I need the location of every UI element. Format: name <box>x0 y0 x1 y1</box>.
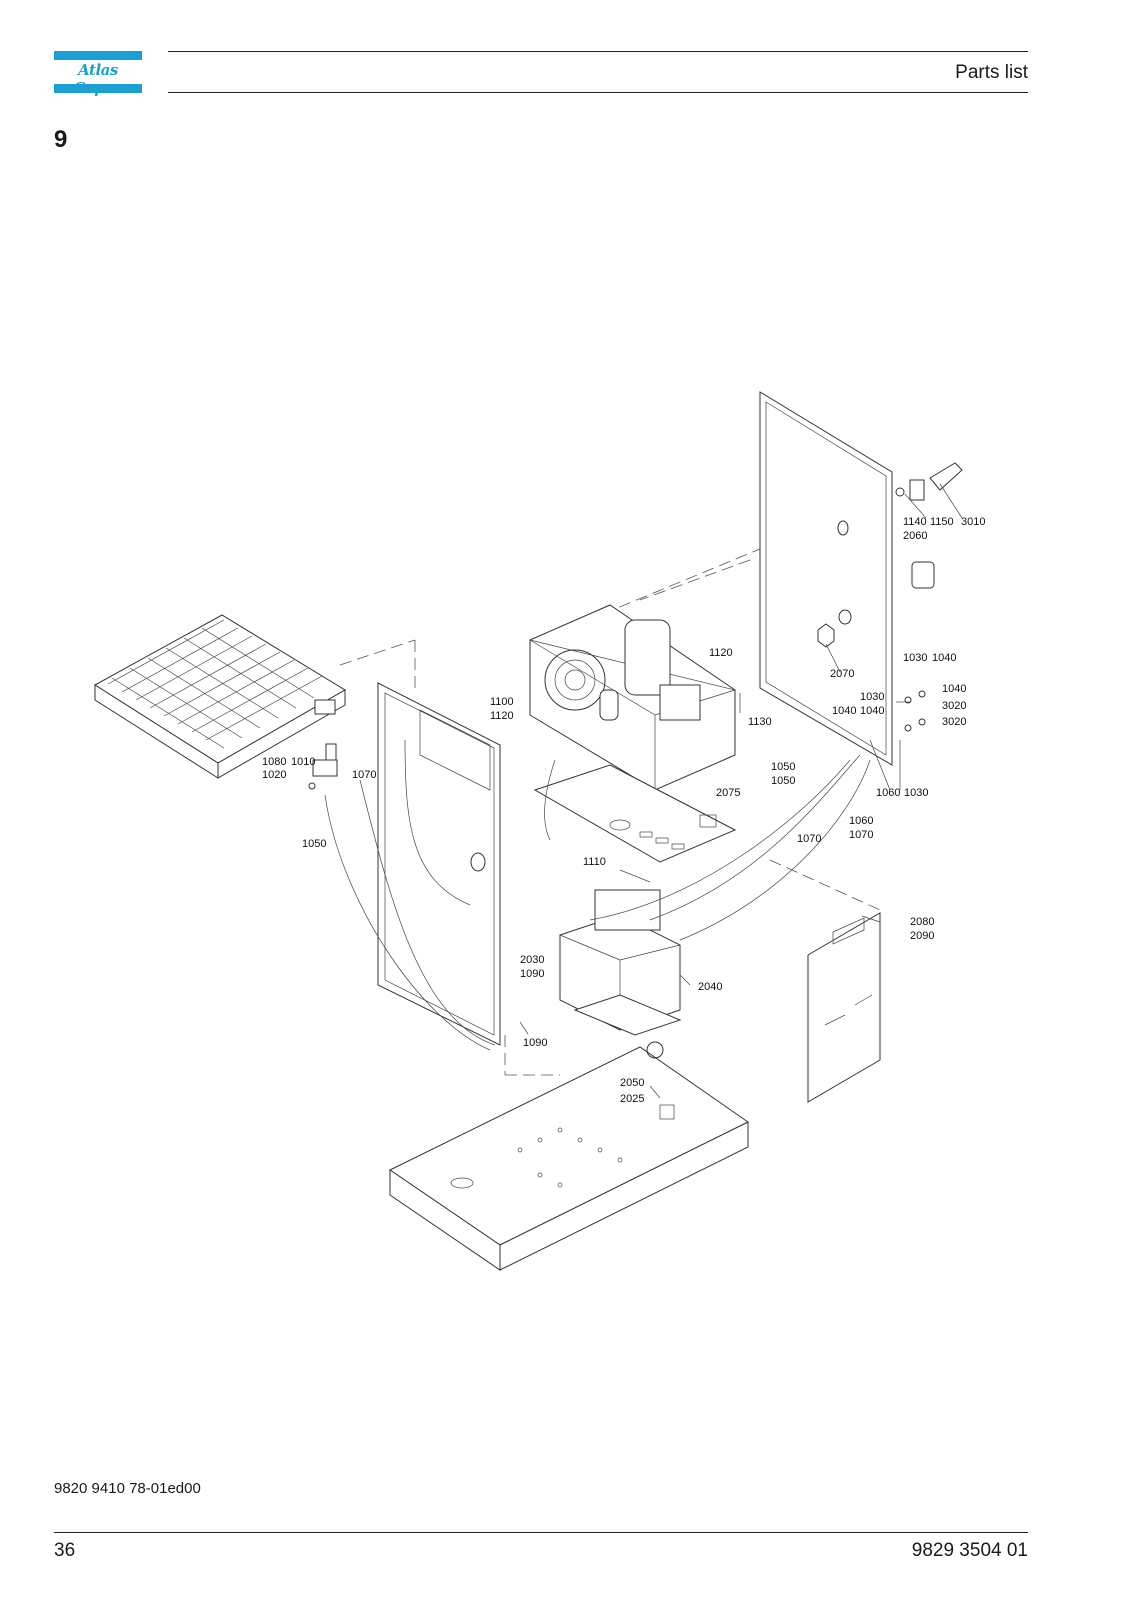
callout-1070: 1070 <box>352 769 376 781</box>
header-title: Parts list <box>955 62 1028 83</box>
callout-1090: 1090 <box>523 1037 547 1049</box>
callout-1050: 1050 <box>771 761 795 773</box>
callout-1070: 1070 <box>797 833 821 845</box>
callout-3010: 3010 <box>961 516 985 528</box>
rear-access-panel <box>807 912 881 1103</box>
callout-1060: 1060 <box>876 787 900 799</box>
callout-1060: 1060 <box>849 815 873 827</box>
callout-1080: 1080 <box>262 756 286 768</box>
leader-lines <box>519 483 963 1099</box>
callout-2025: 2025 <box>620 1093 644 1105</box>
callout-1040: 1040 <box>932 652 956 664</box>
callout-1140: 1140 <box>903 516 927 528</box>
sub-floor-plate <box>533 764 737 863</box>
callout-1050: 1050 <box>771 775 795 787</box>
guide-line <box>769 859 881 911</box>
guide-line <box>639 559 751 601</box>
callout-2075: 2075 <box>716 787 740 799</box>
callout-1090: 1090 <box>520 968 544 980</box>
callout-1120: 1120 <box>709 647 733 659</box>
callout-1100: 1100 <box>490 696 514 708</box>
condenser-radiator <box>94 614 346 779</box>
drain-valve <box>308 743 338 790</box>
atlas-copco-logo: Atlas Copco <box>54 51 142 97</box>
callout-3020: 3020 <box>942 700 966 712</box>
callout-1120: 1120 <box>490 710 514 722</box>
callout-1130: 1130 <box>748 716 772 728</box>
callout-1040: 1040 <box>860 705 884 717</box>
callout-1020: 1020 <box>262 769 286 781</box>
callout-1040: 1040 <box>832 705 856 717</box>
footer-rule <box>54 1532 1028 1533</box>
tubing-and-cables <box>324 754 871 1051</box>
footer-code: 9829 3504 01 <box>911 1540 1028 1561</box>
transformer <box>559 889 682 1036</box>
callout-2070: 2070 <box>830 668 854 680</box>
callout-2040: 2040 <box>698 981 722 993</box>
callout-3020: 3020 <box>942 716 966 728</box>
callout-1070: 1070 <box>849 829 873 841</box>
section-number: 9 <box>54 126 68 153</box>
callout-1030: 1030 <box>904 787 928 799</box>
logo-bottom-bar <box>54 84 142 93</box>
callout-1030: 1030 <box>903 652 927 664</box>
right-side-panel <box>759 391 893 766</box>
callout-1040: 1040 <box>942 683 966 695</box>
callout-1110: 1110 <box>583 856 606 868</box>
header-rule-bottom <box>168 92 1028 93</box>
left-front-panel <box>377 682 501 1046</box>
callout-1030: 1030 <box>860 691 884 703</box>
callout-2080: 2080 <box>910 916 934 928</box>
compressor-unit <box>529 604 737 791</box>
page-number: 36 <box>54 1540 76 1561</box>
logo-top-bar <box>54 51 142 60</box>
header-rule-top <box>168 51 1028 52</box>
callout-1150: 1150 <box>930 516 954 528</box>
callout-2090: 2090 <box>910 930 934 942</box>
callout-2030: 2030 <box>520 954 544 966</box>
drain-fittings <box>895 462 963 732</box>
callout-1050: 1050 <box>302 838 326 850</box>
callout-2060: 2060 <box>903 530 927 542</box>
base-frame <box>389 1041 749 1271</box>
document-reference: 9820 9410 78-01ed00 <box>54 1480 201 1497</box>
callout-2050: 2050 <box>620 1077 644 1089</box>
callout-1010: 1010 <box>291 756 315 768</box>
guide-line <box>339 639 416 666</box>
